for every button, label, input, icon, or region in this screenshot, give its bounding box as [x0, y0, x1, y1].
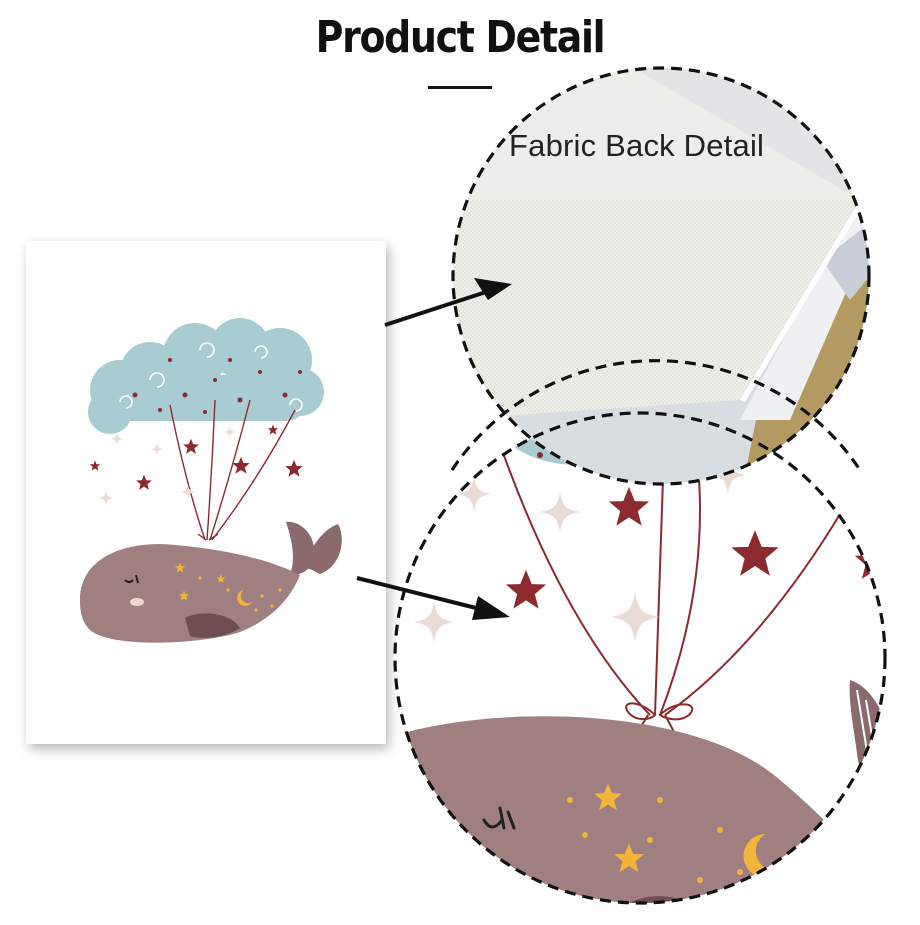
page-title: Product Detail: [315, 12, 606, 63]
arrow-to-artwork: [356, 576, 510, 620]
arrow-to-fabric: [384, 278, 512, 327]
artwork-zoom-outline-top: [450, 359, 862, 471]
artwork-zoom-outline: [393, 411, 887, 905]
fabric-zoom-outline: [451, 66, 871, 486]
whale-illustration: [80, 521, 342, 643]
title-underline: [428, 86, 492, 89]
cloud-illustration: [88, 318, 324, 434]
poster-print: [26, 241, 386, 744]
cloud-swirls: [119, 342, 303, 412]
cloud-dots: [132, 358, 302, 414]
fabric-back-label: Fabric Back Detail: [509, 128, 765, 163]
zoom-circle-fabric: [453, 68, 869, 484]
balloon-strings: [169, 399, 296, 541]
